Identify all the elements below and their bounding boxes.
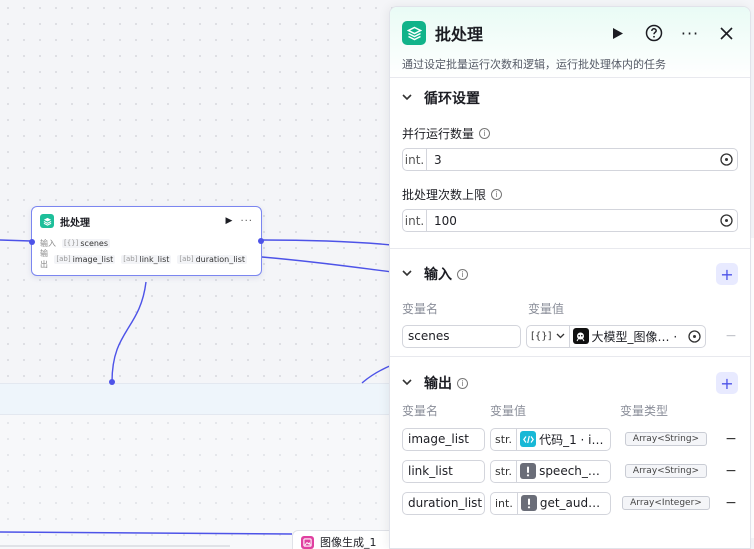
output-row: duration_list int. get_aud… Array<Intege…	[402, 487, 738, 519]
info-icon[interactable]: i	[479, 127, 491, 139]
play-icon[interactable]	[606, 21, 630, 45]
code-icon	[520, 431, 537, 447]
input-section: 输入 i + 变量名 变量值 scenes [{}] 大模型_图像… ·	[390, 249, 750, 356]
node-output-param: [ab] image_list	[54, 254, 116, 264]
concurrency-label: 并行运行数量	[402, 126, 475, 141]
info-icon[interactable]: i	[457, 377, 468, 389]
close-icon[interactable]	[714, 21, 738, 45]
more-icon[interactable]: ···	[240, 215, 253, 227]
output-ref-text: speech_…	[539, 464, 600, 478]
output-ref-text: 代码_1 · i…	[539, 432, 604, 447]
add-input-button[interactable]: +	[716, 263, 738, 285]
chevron-down-icon[interactable]	[402, 269, 416, 280]
batch-limit-input[interactable]: int. 100	[402, 209, 738, 232]
batch-icon	[402, 21, 426, 45]
panel-description: 通过设定批量运行次数和逻辑，运行批处理体内的任务	[402, 58, 666, 71]
add-output-button[interactable]: +	[716, 372, 738, 394]
type-selector[interactable]: [{}]	[527, 325, 570, 347]
loop-settings-title: 循环设置	[424, 91, 480, 107]
variable-ref-icon[interactable]	[715, 214, 737, 227]
node-title: 批处理	[60, 217, 90, 229]
image-icon	[301, 535, 314, 549]
output-name-field[interactable]: image_list	[402, 427, 485, 451]
int-type-badge: int.	[403, 149, 427, 170]
input-ref-text: 大模型_图像… ·	[591, 329, 678, 344]
image-gen-node[interactable]: 图像生成_1	[292, 530, 400, 549]
var-type-pill[interactable]: Array<String>	[624, 464, 708, 478]
alert-icon	[520, 495, 537, 511]
remove-output-button[interactable]: −	[725, 431, 737, 447]
type-badge: str.	[491, 428, 518, 450]
col-var-value: 变量值	[490, 403, 527, 418]
alert-icon	[520, 463, 537, 479]
output-row: image_list str. 代码_1 · i… Array<String> …	[402, 423, 738, 455]
output-value-field[interactable]: str. speech_…	[490, 459, 611, 483]
col-var-name: 变量名	[402, 403, 439, 418]
chevron-down-icon[interactable]	[402, 378, 416, 389]
loop-settings-header[interactable]: 循环设置	[402, 78, 738, 118]
help-icon[interactable]	[642, 21, 666, 45]
batch-node[interactable]: 批处理 ▶ ··· 输入 [{}] scenes 输出 [ab] image_l…	[29, 206, 264, 276]
more-icon[interactable]: ···	[680, 23, 700, 43]
output-ref-text: get_aud…	[539, 496, 601, 510]
var-type-pill[interactable]: Array<String>	[624, 432, 708, 446]
output-row: link_list str. speech_… Array<String> −	[402, 455, 738, 487]
panel-header: 批处理 ··· 通过设定批量运行次数和逻辑，运行批处理体内的任务	[390, 7, 750, 77]
output-name-field[interactable]: duration_list	[402, 491, 485, 515]
concurrency-input[interactable]: int. 3	[402, 148, 738, 171]
var-type-pill[interactable]: Array<Integer>	[622, 496, 710, 510]
col-var-type: 变量类型	[620, 403, 669, 418]
image-gen-node-title: 图像生成_1	[320, 536, 377, 549]
concurrency-value[interactable]: 3	[434, 152, 442, 167]
loop-settings-section: 循环设置 并行运行数量 i int. 3 批处理次数上限 i int. 100	[390, 78, 750, 248]
int-type-badge: int.	[403, 210, 427, 231]
remove-input-button[interactable]: −	[725, 328, 737, 344]
input-name-field[interactable]: scenes	[402, 324, 521, 348]
output-value-field[interactable]: str. 代码_1 · i…	[490, 427, 611, 451]
remove-output-button[interactable]: −	[725, 463, 737, 479]
batch-limit-label: 批处理次数上限	[402, 187, 487, 202]
type-badge: str.	[491, 460, 518, 482]
col-var-value: 变量值	[528, 301, 565, 316]
node-input-label: 输入	[40, 238, 56, 248]
batch-limit-value[interactable]: 100	[434, 213, 457, 228]
node-output-label: 输出	[40, 249, 48, 269]
output-section-title: 输出	[424, 376, 452, 392]
batch-settings-panel: 批处理 ··· 通过设定批量运行次数和逻辑，运行批处理体内的任务 循环设置 并行…	[389, 6, 751, 549]
input-port[interactable]	[29, 239, 35, 245]
output-value-field[interactable]: int. get_aud…	[490, 491, 611, 515]
col-var-name: 变量名	[402, 301, 439, 316]
llm-icon	[572, 328, 589, 344]
input-value-field[interactable]: [{}] 大模型_图像… ·	[526, 324, 706, 348]
play-icon[interactable]: ▶	[225, 216, 233, 226]
info-icon[interactable]: i	[491, 188, 503, 200]
output-section: 输出 i + 变量名 变量值 变量类型 image_list str. 代码_1…	[390, 357, 750, 519]
variable-ref-icon[interactable]	[683, 329, 705, 343]
node-output-param: [ab] link_list	[121, 254, 172, 264]
output-port[interactable]	[258, 238, 264, 244]
info-icon[interactable]: i	[457, 268, 468, 280]
node-output-param: [ab] duration_list	[177, 254, 247, 264]
panel-title: 批处理	[435, 25, 484, 44]
node-input-param: [{}] scenes	[62, 238, 111, 248]
canvas-lower-area	[0, 415, 400, 549]
variable-ref-icon[interactable]	[715, 153, 737, 166]
input-section-title: 输入	[424, 267, 452, 283]
loop-body-band	[0, 383, 400, 415]
type-badge: int.	[491, 492, 518, 514]
output-name-field[interactable]: link_list	[402, 459, 485, 483]
chevron-down-icon[interactable]	[402, 93, 416, 104]
batch-icon	[40, 214, 54, 228]
remove-output-button[interactable]: −	[725, 495, 737, 511]
